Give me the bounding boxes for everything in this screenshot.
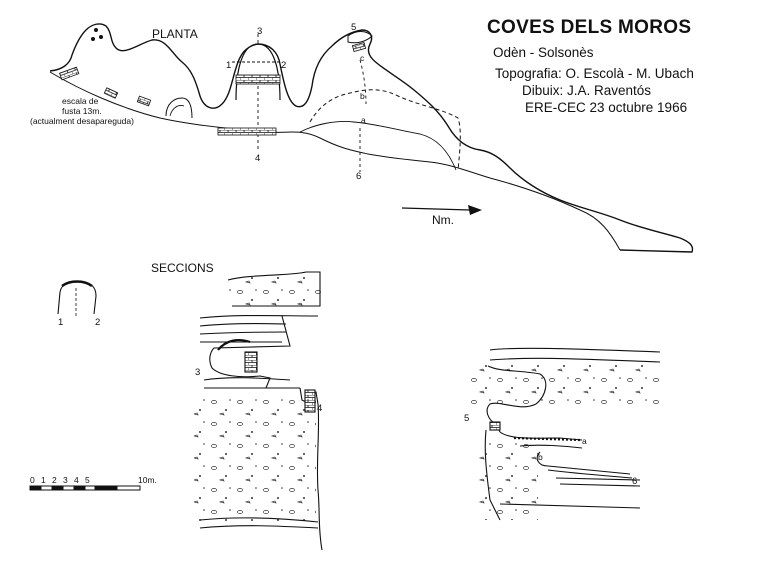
section-3-4 (194, 271, 323, 551)
plan-marker-3: 3 (257, 26, 263, 37)
ladder-note-line-3: (actualment desapareguda) (30, 116, 134, 126)
ladder-note-line-1: escala de (62, 96, 99, 106)
section-marker-b: b (538, 452, 543, 462)
survey-title: COVES DELS MOROS (487, 17, 692, 38)
plan-marker-1: 1 (226, 60, 232, 71)
north-label: Nm. (432, 213, 454, 227)
survey-date: ERE-CEC 23 octubre 1966 (525, 100, 688, 115)
scale-tick-1: 1 (41, 475, 46, 485)
section-marker-1: 1 (58, 317, 64, 328)
plan-label: PLANTA (152, 27, 198, 41)
topography-credit: Topografia: O. Escolà - M. Ubach (495, 66, 694, 81)
plan-marker-4: 4 (255, 153, 261, 164)
scale-end-label: 10m. (138, 475, 157, 485)
section-marker-a: a (582, 436, 587, 446)
section-marker-5: 5 (464, 413, 470, 424)
scale-tick-0: 0 (30, 475, 35, 485)
drawing-credit: Dibuix: J.A. Raventós (522, 83, 652, 98)
plan-marker-c: c (360, 53, 365, 63)
north-arrow (401, 205, 482, 215)
ladder-note-line-2: fusta 13m. (62, 106, 102, 116)
plan-marker-2: 2 (281, 60, 287, 71)
section-marker-4: 4 (317, 403, 323, 414)
plan-brick-patches (59, 42, 367, 136)
plan-outline (49, 23, 694, 253)
scale-bar (29, 485, 141, 491)
scale-tick-4: 4 (74, 475, 79, 485)
scale-tick-5: 5 (85, 475, 90, 485)
scale-tick-3: 3 (63, 475, 68, 485)
location-text: Odèn - Solsonès (493, 45, 594, 60)
plan-marker-a: a (361, 115, 366, 125)
section-marker-2: 2 (95, 317, 101, 328)
sections-label: SECCIONS (151, 261, 214, 275)
section-1-2 (57, 280, 97, 316)
section-marker-3: 3 (195, 367, 201, 378)
section-5-6 (470, 347, 661, 521)
scale-tick-2: 2 (52, 475, 57, 485)
plan-marker-b: b (360, 91, 365, 101)
section-marker-6: 6 (632, 476, 638, 487)
plan-marker-5: 5 (351, 22, 357, 33)
plan-marker-6: 6 (356, 171, 362, 182)
